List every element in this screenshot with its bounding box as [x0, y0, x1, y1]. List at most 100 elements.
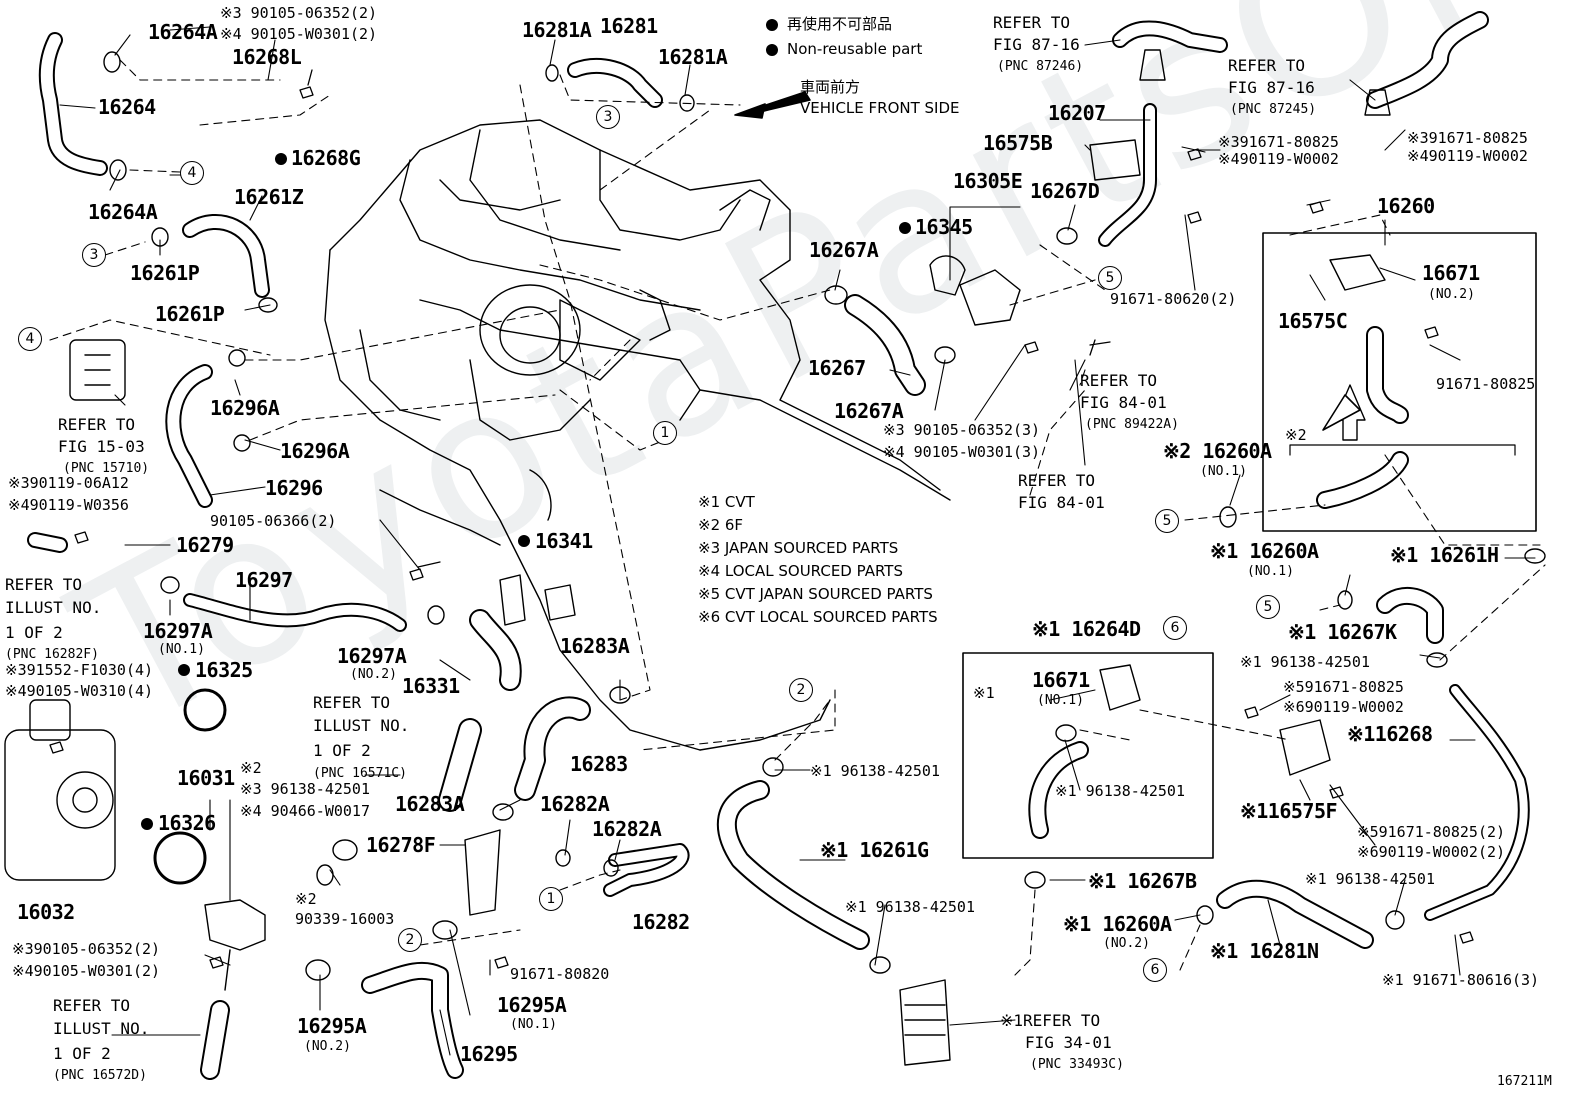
- bolts: [49, 69, 1474, 969]
- part-16283a: 16283A: [560, 634, 630, 658]
- note-bolt-w0356: ※490119-W0356: [8, 496, 129, 514]
- part-16282a-b: 16282A: [592, 817, 662, 841]
- part-16261z: 16261Z: [234, 185, 304, 209]
- non-reusable-dot-icon: [766, 19, 778, 31]
- callout-5: 5: [1155, 509, 1179, 533]
- note-bolt-w0002-b: ※490119-W0002: [1407, 147, 1528, 165]
- sub-no1-d: (NO.1): [1247, 564, 1294, 579]
- callout-6: 6: [1143, 958, 1167, 982]
- note-bolt-80825-c: ※591671-80825: [1283, 678, 1404, 696]
- ref-fig84-01-b-line1: REFER TO: [1018, 471, 1096, 490]
- part-16281: 16281: [600, 14, 658, 38]
- sub-no1-b: (NO.1): [510, 1017, 557, 1032]
- legend-jp: 再使用不可部品: [787, 15, 893, 33]
- ref-illust-16282f-line1: REFER TO: [5, 575, 83, 594]
- part-16295: 16295: [460, 1042, 518, 1066]
- part-16341: 16341: [535, 529, 593, 553]
- part-16281a-b: 16281A: [658, 45, 728, 69]
- part-91671-80616: ※1 91671-80616(3): [1382, 971, 1540, 989]
- part-16264a: 16264A: [148, 20, 218, 44]
- ref-illust-16572d-line3: 1 OF 2: [53, 1044, 111, 1063]
- part-16281n: ※1 16281N: [1210, 939, 1319, 963]
- note-6: ※6 CVT LOCAL SOURCED PARTS: [698, 608, 938, 626]
- part-16297a-no2: 16297A: [337, 644, 407, 668]
- ref-illust-16282f-line4: (PNC 16282F): [5, 647, 99, 662]
- part-16267: 16267: [808, 356, 866, 380]
- note-bolt-w0002-d: ※690119-W0002(2): [1357, 843, 1506, 861]
- callout-2: 2: [789, 678, 813, 702]
- callout-5: 5: [1098, 266, 1122, 290]
- note-3: ※3 JAPAN SOURCED PARTS: [698, 539, 899, 557]
- callout-1: 1: [539, 887, 563, 911]
- part-16297a-no1: 16297A: [143, 619, 213, 643]
- sub-no1: (NO.1): [158, 642, 205, 657]
- ref-illust-16282f-line3: 1 OF 2: [5, 623, 63, 642]
- part-16261h: ※1 16261H: [1390, 543, 1499, 567]
- vehicle-front-jp: 車両前方: [800, 78, 861, 96]
- part-16281a: 16281A: [522, 18, 592, 42]
- part-96138-low: ※1 96138-42501: [845, 898, 975, 916]
- non-reusable-dot-icon: [518, 535, 530, 547]
- part-16345: 16345: [915, 215, 973, 239]
- ref-fig84-01-b-line2: FIG 84-01: [1018, 493, 1105, 512]
- components: [4, 49, 1391, 1066]
- note-bolt-06a12: ※390119-06A12: [8, 474, 129, 492]
- box-16264D: [962, 652, 1214, 859]
- part-16267a: 16267A: [809, 238, 879, 262]
- note-2: ※2 6F: [698, 516, 744, 534]
- ref-fig15-03-line3: (PNC 15710): [63, 461, 150, 476]
- part-16296a-b: 16296A: [280, 439, 350, 463]
- ref-fig34-01-line2: FIG 34-01: [1025, 1033, 1112, 1052]
- part-16031: 16031: [177, 766, 235, 790]
- part-16282: 16282: [632, 910, 690, 934]
- part-16575c: 16575C: [1278, 309, 1348, 333]
- sub-no1-c: (NO.1): [1200, 464, 1247, 479]
- sub-no2-c: (NO.2): [1428, 287, 1475, 302]
- part-16264a-lower: 16264A: [88, 200, 158, 224]
- part-96138-br: ※1 96138-42501: [1305, 870, 1435, 888]
- ref-illust-16571c-line2: ILLUST NO.: [313, 716, 410, 735]
- ref-illust-16571c-line1: REFER TO: [313, 693, 391, 712]
- part-96138-right: ※1 96138-42501: [1240, 653, 1370, 671]
- part-16295a-no2: 16295A: [297, 1014, 367, 1038]
- vehicle-front-en: VEHICLE FRONT SIDE: [800, 99, 960, 117]
- non-reusable-dot-icon: [766, 44, 778, 56]
- non-reusable-dot-icon: [275, 153, 287, 165]
- part-16671-no1: 16671: [1032, 668, 1090, 692]
- ref-illust-16572d-line2: ILLUST NO.: [53, 1019, 150, 1038]
- ref-fig84-01-a-line1: REFER TO: [1080, 371, 1158, 390]
- ref-fig34-01-line1: ※1REFER TO: [1000, 1011, 1101, 1030]
- ref-fig15-03-line2: FIG 15-03: [58, 437, 145, 456]
- note-bolt-local: ※4 90105-W0301(2): [220, 25, 378, 43]
- callout-6: 6: [1163, 616, 1187, 640]
- note-bolt-80825-a: ※391671-80825: [1218, 133, 1339, 151]
- part-16268g: 16268G: [291, 146, 361, 170]
- part-16264: 16264: [98, 95, 156, 119]
- note-5: ※5 CVT JAPAN SOURCED PARTS: [698, 585, 933, 603]
- part-16305e: 16305E: [953, 169, 1023, 193]
- legend-en: Non-reusable part: [787, 40, 923, 58]
- ref-fig84-01-a-line3: (PNC 89422A): [1085, 417, 1179, 432]
- note-clamp-japan: ※3 96138-42501: [240, 780, 370, 798]
- part-16261p-b: 16261P: [155, 302, 225, 326]
- part-16575f: ※116575F: [1240, 799, 1338, 823]
- callout-4: 4: [18, 327, 42, 351]
- ref-illust-16572d-line4: (PNC 16572D): [53, 1068, 147, 1083]
- note-1: ※1 CVT: [698, 493, 755, 511]
- ref-illust-16571c-line3: 1 OF 2: [313, 741, 371, 760]
- part-16295a-no1: 16295A: [497, 993, 567, 1017]
- ref-fig87-16-a-line3: (PNC 87246): [997, 59, 1084, 74]
- part-16279: 16279: [176, 533, 234, 557]
- ref-illust-16282f-line2: ILLUST NO.: [5, 598, 102, 617]
- note-bolt-japan: ※3 90105-06352(2): [220, 4, 378, 22]
- part-16278f: 16278F: [366, 833, 436, 857]
- part-16264d: ※1 16264D: [1032, 617, 1141, 641]
- part-16032: 16032: [17, 900, 75, 924]
- note-bolt-f1030: ※391552-F1030(4): [5, 661, 154, 679]
- ref-fig84-01-a-line2: FIG 84-01: [1080, 393, 1167, 412]
- dashed-connections: [49, 59, 1546, 976]
- part-91671-80825: 91671-80825: [1436, 375, 1536, 393]
- note-bolt-w0002-c: ※690119-W0002: [1283, 698, 1404, 716]
